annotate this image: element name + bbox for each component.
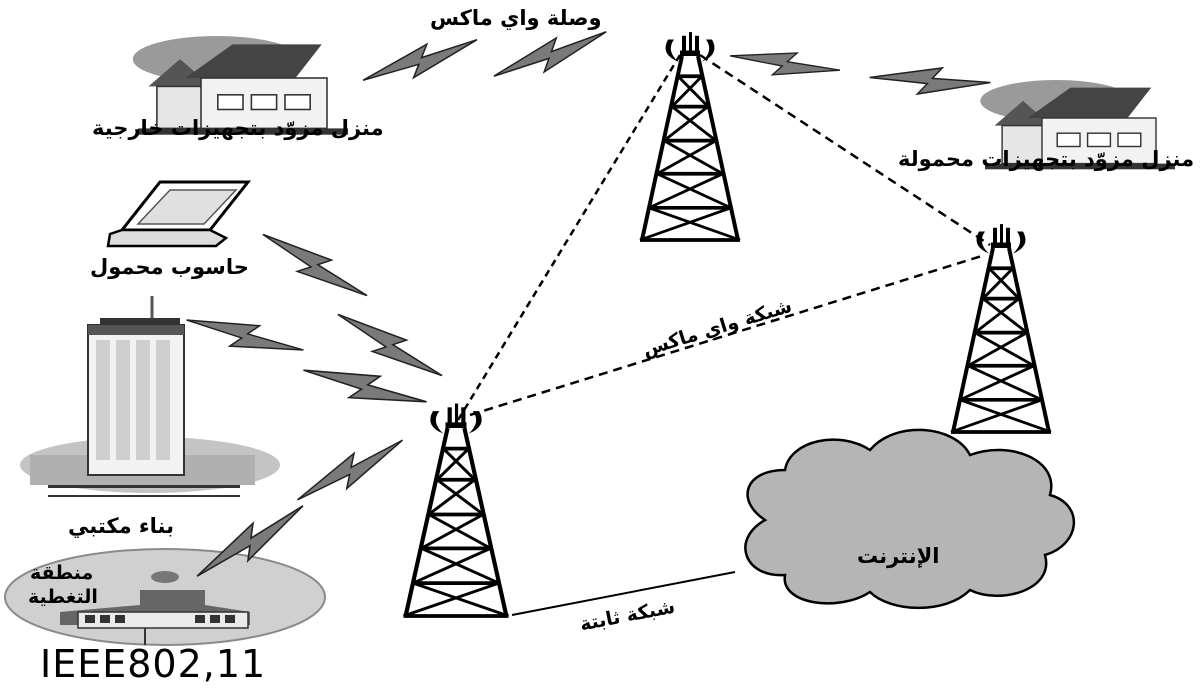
office-building-icon <box>20 296 280 497</box>
cloud-icon <box>744 428 1076 610</box>
home-portable-label: منزل مزوّد بتجهيزات محمولة <box>898 147 1195 171</box>
coverage-area-label: منطقة <box>30 562 94 584</box>
laptop-label: حاسوب محمول <box>90 255 249 279</box>
wimax-link-line <box>699 53 991 247</box>
tower-icon <box>949 222 1053 434</box>
tower-icon <box>404 404 509 616</box>
fixed-network-line <box>511 571 736 616</box>
wimax-link-label: وصلة واي ماكس <box>430 6 602 30</box>
wimax-link-line <box>453 54 682 426</box>
office-building-label: بناء مكتبي <box>68 514 174 538</box>
internet-label: الإنترنت <box>857 544 940 568</box>
tower-icon <box>638 30 742 242</box>
standard-label: IEEE802,11 <box>40 642 267 686</box>
coverage-area-label-2: التغطية <box>28 586 98 608</box>
laptop-icon <box>106 180 252 248</box>
coverage-ellipse-icon <box>4 548 326 646</box>
home-outdoor-label: منزل مزوّد بتجهيزات خارجية <box>92 116 384 140</box>
